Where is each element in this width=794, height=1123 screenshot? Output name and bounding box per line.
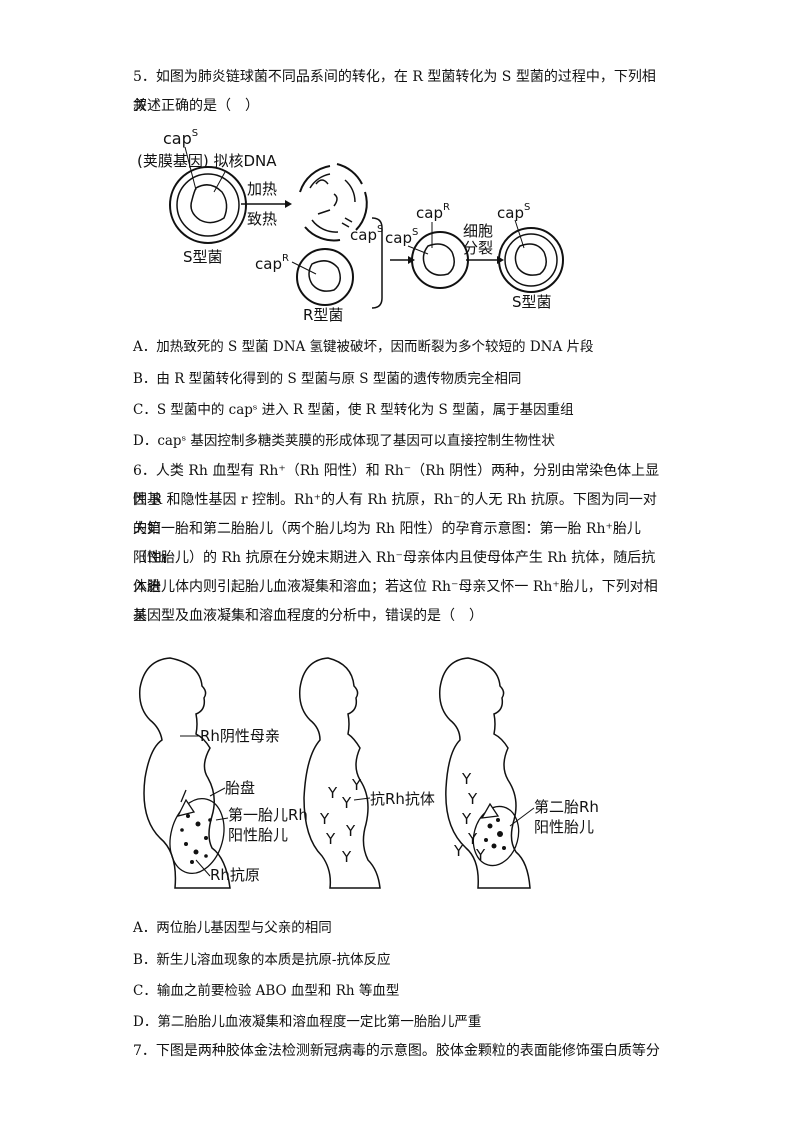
q6-line-5: 入胎儿体内则引起胎儿血液凝集和溶血；若这位 Rh⁻母亲又怀一 Rh⁺胎儿，下列对… <box>133 579 658 624</box>
q5-option-b: B．由 R 型菌转化得到的 S 型菌与原 S 型菌的遗传物质完全相同 <box>133 371 522 387</box>
svg-text:Y: Y <box>467 830 478 848</box>
first-fetus-label-2: 阳性胎儿 <box>228 826 288 844</box>
anti-rh-label: 抗Rh抗体 <box>370 790 435 808</box>
rh-antigen-label: Rh抗原 <box>210 866 260 884</box>
svg-text:Y: Y <box>345 822 356 840</box>
q6-line-1: 6．人类 Rh 血型有 Rh⁺（Rh 阳性）和 Rh⁻（Rh 阴性）两种，分别由… <box>133 463 660 508</box>
r-type-label: R型菌 <box>303 306 343 324</box>
svg-text:Y: Y <box>453 842 464 860</box>
left-dna-label: (荚膜基因) 拟核DNA <box>137 152 277 170</box>
svg-text:Y: Y <box>461 770 472 788</box>
divide-top-label: 细胞 <box>463 222 493 240</box>
q6-option-d: D．第二胎胎儿血液凝集和溶血程度一定比第一胎胎儿严重 <box>133 1014 482 1030</box>
svg-text:Y: Y <box>461 810 472 828</box>
r-cell <box>291 248 354 306</box>
bracket <box>371 217 383 309</box>
divide-bottom-label: 分裂 <box>463 239 493 257</box>
svg-text:Y: Y <box>327 784 338 802</box>
q6-figure: Rh阴性母亲 胎盘 第一胎儿Rh 阳性胎儿 Rh抗原 YYY YYY Y 抗Rh… <box>138 657 599 889</box>
q6-option-a: A．两位胎儿基因型与父亲的相同 <box>133 920 332 936</box>
rh-neg-mother-label: Rh阴性母亲 <box>200 727 280 745</box>
second-fetus-label-2: 阳性胎儿 <box>534 818 594 836</box>
svg-text:Y: Y <box>351 776 362 794</box>
svg-text:Y: Y <box>467 790 478 808</box>
placenta-label: 胎盘 <box>225 779 255 797</box>
arrow-bottom-label: 致热 <box>247 210 277 228</box>
svg-text:Y: Y <box>341 848 352 866</box>
s-type-label-right: S型菌 <box>512 293 552 311</box>
cap-s-top-label: capS <box>163 128 198 148</box>
cap-r-right-label: capR <box>416 202 450 222</box>
mother-1-silhouette <box>138 657 231 889</box>
antibodies-2: YYY YYY Y <box>319 776 362 866</box>
s-cell-right <box>498 219 564 293</box>
q5-stem-line1: 5．如图为肺炎链球菌不同品系间的转化，在 R 型菌转化为 S 型菌的过程中，下列… <box>133 69 656 114</box>
q7-line-1: 7．下图是两种胶体金法检测新冠病毒的示意图。胶体金颗粒的表面能修饰蛋白质等分 <box>133 1043 660 1059</box>
q6-line-4: 阳性胎儿）的 Rh 抗原在分娩末期进入 Rh⁻母亲体内且使母体产生 Rh 抗体，… <box>133 550 656 595</box>
cap-s-mid2-label: capS <box>385 227 418 247</box>
arrow-top-label: 加热 <box>247 180 277 198</box>
q5-stem-line2: 叙述正确的是（ ） <box>133 98 259 114</box>
svg-text:Y: Y <box>341 794 352 812</box>
q5-option-d: D．capˢ 基因控制多糖类荚膜的形成体现了基因可以直接控制生物性状 <box>133 433 555 449</box>
q5-option-c: C．S 型菌中的 capˢ 进入 R 型菌，使 R 型转化为 S 型菌，属于基因… <box>133 402 574 418</box>
q6-option-b: B．新生儿溶血现象的本质是抗原-抗体反应 <box>133 952 391 968</box>
q5-diagram: capS (荚膜基因) 拟核DNA S型菌 加热 致热 capR R型菌 cap… <box>137 128 564 324</box>
svg-text:Y: Y <box>319 810 330 828</box>
cap-r-label: capR <box>255 253 289 273</box>
q6-option-c: C．输血之前要检验 ABO 血型和 Rh 等血型 <box>133 983 400 999</box>
cap-s-mid-label: capS <box>350 224 383 244</box>
s-type-label: S型菌 <box>183 248 223 266</box>
q5-option-a: A．加热致死的 S 型菌 DNA 氢键被破坏，因而断裂为多个较短的 DNA 片段 <box>133 339 594 355</box>
s-cell-left <box>169 146 247 244</box>
q6-line-2: 因 R 和隐性基因 r 控制。Rh⁺的人有 Rh 抗原，Rh⁻的人无 Rh 抗原… <box>133 492 657 537</box>
svg-text:Y: Y <box>475 846 486 864</box>
cap-s-right-label: capS <box>497 202 530 222</box>
q6-line-3: 的第一胎和第二胎胎儿（两个胎儿均为 Rh 阳性）的孕育示意图：第一胎 Rh⁺胎儿… <box>133 521 641 566</box>
first-fetus-label-1: 第一胎儿Rh <box>228 806 308 824</box>
second-fetus-label-1: 第二胎Rh <box>534 798 599 816</box>
svg-text:Y: Y <box>325 830 336 848</box>
mother-2-silhouette <box>298 657 381 889</box>
broken-s-cell <box>299 163 368 242</box>
q6-line-6: 基因型及血液凝集和溶血程度的分析中，错误的是（ ） <box>133 608 483 624</box>
mother-3-silhouette <box>438 657 531 889</box>
